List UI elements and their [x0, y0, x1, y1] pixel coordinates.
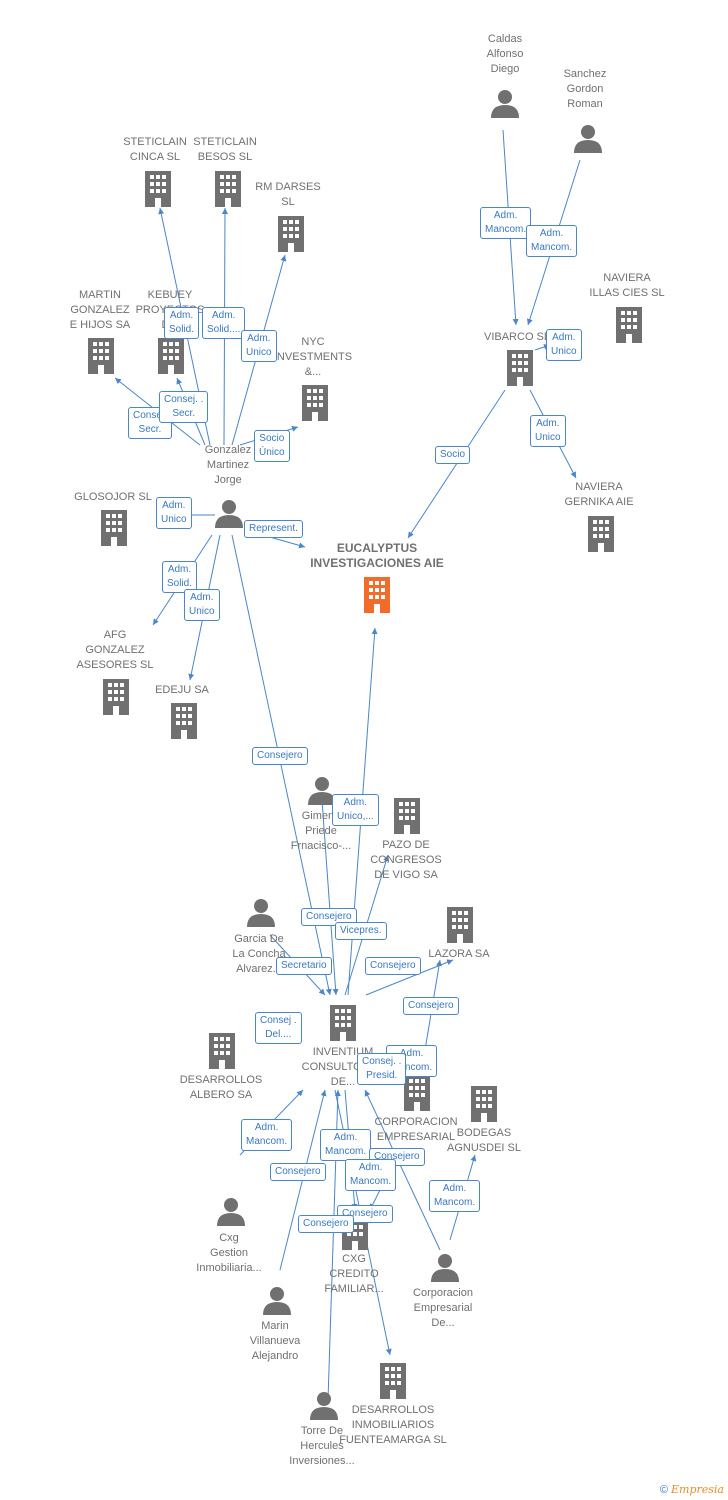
node-label: Caldas Alfonso Diego: [486, 33, 524, 75]
person-icon: [308, 777, 336, 805]
relation-badge[interactable]: Represent.: [244, 520, 303, 538]
node-label: NAVIERA ILLAS CIES SL: [589, 272, 665, 299]
relation-badge[interactable]: Consej . Del....: [255, 1012, 302, 1044]
relation-badge[interactable]: Adm. Unico: [184, 589, 220, 621]
person-icon: [310, 1392, 338, 1420]
building-icon: [171, 703, 197, 739]
relation-badge[interactable]: Consejero: [270, 1163, 326, 1181]
node-label: NAVIERA GERNIKA AIE: [564, 481, 634, 508]
person-icon: [263, 1287, 291, 1315]
node-label: Garcia De La Concha Alvarez...: [232, 933, 286, 975]
node-label: PAZO DE CONGRESOS DE VIGO SA: [370, 839, 442, 881]
person-icon: [247, 899, 275, 927]
relation-badge[interactable]: Adm. Mancom.: [320, 1129, 372, 1161]
building-icon: [447, 907, 473, 943]
person-icon: [431, 1254, 459, 1282]
edge: [407, 389, 506, 539]
relation-badge[interactable]: Consejero: [403, 997, 459, 1015]
relation-badge[interactable]: Adm. Unico: [546, 329, 582, 361]
building-icon: [471, 1086, 497, 1122]
edge: [321, 799, 339, 996]
node-label: Sanchez Gordon Roman: [563, 68, 607, 110]
node-label: STETICLAIN CINCA SL: [123, 136, 187, 163]
node-label: LAZORA SA: [428, 948, 490, 960]
building-icon: [302, 385, 328, 421]
node-label: Gimeno Priede Frnacisco-...: [290, 810, 352, 852]
node-label: Torre De Hercules Inversiones...: [289, 1425, 355, 1467]
building-icon: [145, 171, 171, 207]
relation-badge[interactable]: Consejero: [365, 957, 421, 975]
building-icon: [158, 338, 184, 374]
node-label: CXG CREDITO FAMILIAR...: [324, 1253, 384, 1295]
relation-badge[interactable]: Adm. Mancom.: [241, 1119, 293, 1151]
building-icon: [88, 338, 114, 374]
person-icon: [215, 500, 243, 528]
edge: [364, 1089, 441, 1251]
relation-badge[interactable]: Adm. Unico: [530, 415, 566, 447]
building-icon: [103, 679, 129, 715]
relation-badge[interactable]: Socio Único: [254, 430, 290, 462]
building-icon: [588, 516, 614, 552]
relation-badge[interactable]: Adm. Unico: [156, 497, 192, 529]
building-icon: [101, 510, 127, 546]
building-icon: [278, 216, 304, 252]
relation-badge[interactable]: Secretario: [276, 957, 332, 975]
relation-badge[interactable]: Adm. Unico,...: [332, 794, 379, 826]
node-label: Cxg Gestion Inmobiliaria...: [196, 1232, 262, 1274]
node-label: RM DARSES SL: [255, 181, 321, 208]
building-icon: [330, 1005, 356, 1041]
relation-badge[interactable]: Adm. Mancom.: [345, 1159, 397, 1191]
node-label: Marin Villanueva Alejandro: [249, 1320, 301, 1362]
node-label: DESARROLLOS ALBERO SA: [179, 1074, 263, 1101]
node-label: EDEJU SA: [155, 684, 209, 696]
node-label: DESARROLLOS INMOBILIARIOS FUENTEAMARGA S…: [339, 1404, 447, 1446]
relation-badge[interactable]: Adm. Mancom.: [526, 225, 578, 257]
building-icon: [380, 1363, 406, 1399]
relation-badge[interactable]: Adm. Solid.: [162, 561, 198, 593]
node-label: Corporacion Empresarial De...: [413, 1287, 473, 1329]
node-label: STETICLAIN BESOS SL: [193, 136, 257, 163]
building-icon: [404, 1075, 430, 1111]
building-icon: [507, 350, 533, 386]
node-label: Gonzalez Martinez Jorge: [204, 444, 252, 486]
focus-label: EUCALYPTUS INVESTIGACIONES AIE: [310, 541, 444, 570]
node-label: BODEGAS AGNUSDEI SL: [447, 1127, 521, 1154]
relation-badge[interactable]: Adm. Solid.: [164, 307, 200, 339]
building-icon: [364, 577, 390, 613]
relation-badge[interactable]: Adm. Mancom.: [480, 207, 532, 239]
relation-badge[interactable]: Adm. Mancom.: [429, 1180, 481, 1212]
building-icon: [215, 171, 241, 207]
node-label: GLOSOJOR SL: [74, 491, 152, 503]
relation-badge[interactable]: Adm. Unico: [241, 330, 277, 362]
node-label: CORPORACION EMPRESARIAL ...: [374, 1116, 458, 1158]
relation-badge[interactable]: Consej. . Secr.: [159, 391, 209, 423]
person-icon: [491, 90, 519, 118]
node-label: NYC INVESTMENTS &...: [273, 336, 353, 378]
relation-badge[interactable]: Adm. Solid....: [202, 307, 246, 339]
relation-badge[interactable]: Consejero: [252, 747, 308, 765]
relation-badge[interactable]: Consej. . Presid.: [357, 1053, 407, 1085]
person-icon: [217, 1198, 245, 1226]
node-label: AFG GONZALEZ ASESORES SL: [76, 629, 154, 671]
building-icon: [209, 1033, 235, 1069]
relation-badge[interactable]: Vicepres.: [335, 922, 387, 940]
node-label: MARTIN GONZALEZ E HIJOS SA: [69, 289, 131, 331]
relation-badge[interactable]: Socio: [435, 446, 471, 464]
building-icon: [394, 798, 420, 834]
brand-logo: Empresia: [671, 1483, 724, 1496]
building-icon: [616, 307, 642, 343]
person-icon: [574, 125, 602, 153]
footer-brand[interactable]: © Empresia: [660, 1483, 724, 1496]
relation-badge[interactable]: Consejero: [301, 908, 357, 926]
copyright-icon: ©: [659, 1484, 668, 1496]
relation-badge[interactable]: Consejero: [298, 1215, 354, 1233]
